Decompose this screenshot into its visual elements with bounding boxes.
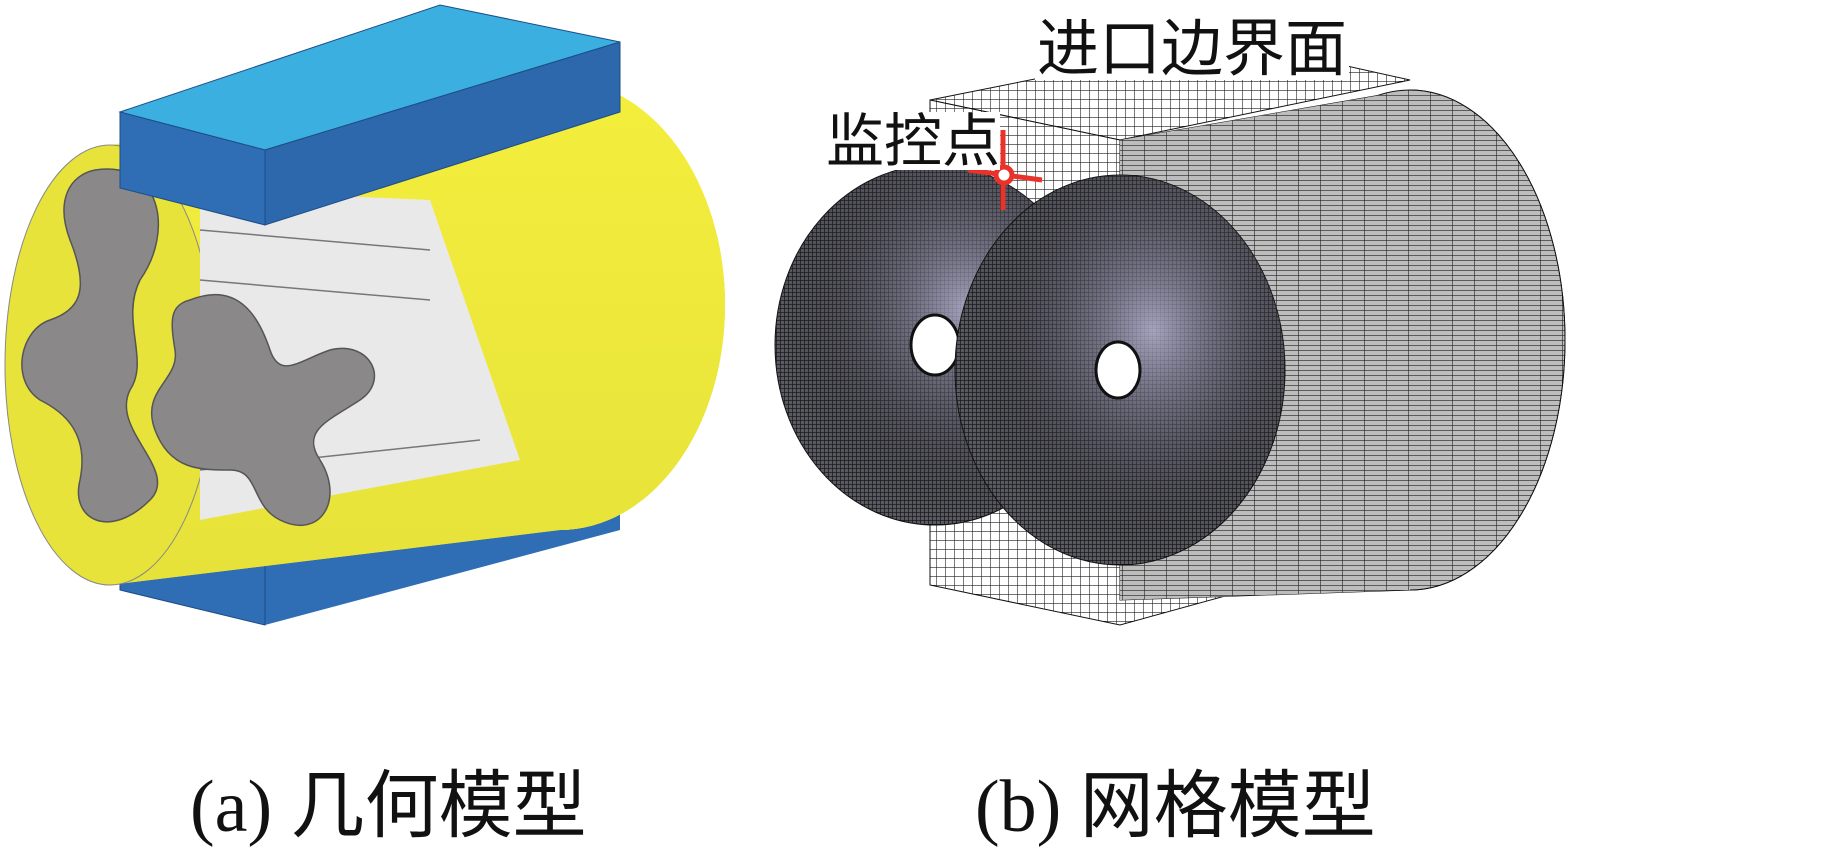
rotors xyxy=(21,168,376,527)
inlet-boundary-label: 进口边界面 xyxy=(1035,12,1350,85)
caption-b: (b) 网格模型 xyxy=(975,766,1376,848)
monitor-point-marker xyxy=(967,130,1043,210)
geometry-model xyxy=(4,4,725,626)
top-block xyxy=(118,4,621,226)
caption-a: (a) 几何模型 xyxy=(190,766,587,848)
mesh-model xyxy=(774,39,1566,626)
monitor-point-label: 监控点 xyxy=(826,107,1001,175)
rotor-mesh-right xyxy=(954,174,1286,566)
